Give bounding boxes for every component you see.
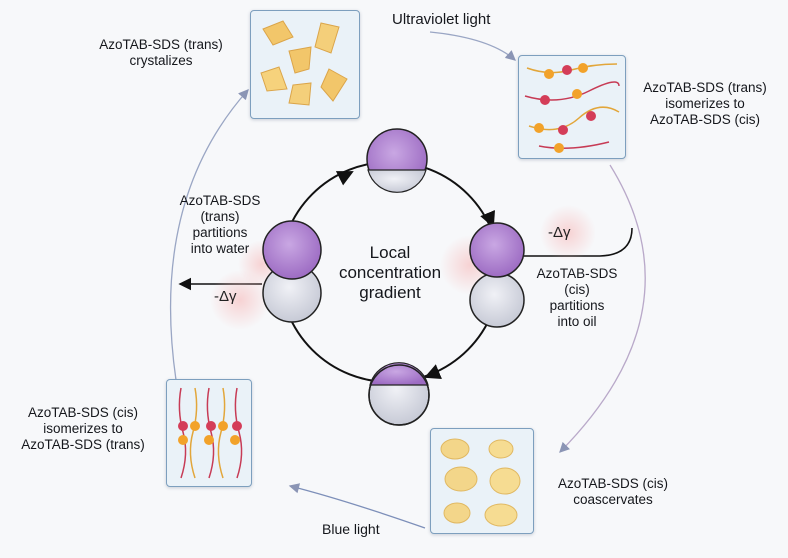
label-cis-coacervates: AzoTAB-SDS (cis) coascervates: [548, 476, 678, 508]
droplet-right: [469, 222, 525, 328]
droplet-left: [262, 220, 322, 323]
label-cis-partitions: AzoTAB-SDS (cis) partitions into oil: [522, 266, 632, 330]
label-blue-text: Blue light: [322, 521, 380, 537]
label-line: AzoTAB-SDS (cis): [649, 112, 760, 127]
label-line: (cis): [564, 282, 590, 297]
gamma-text: -Δγ: [214, 288, 237, 305]
label-ultraviolet: Ultraviolet light: [392, 12, 490, 28]
label-line: AzoTAB-SDS (trans): [99, 37, 223, 52]
molecule-chains-uv: [524, 63, 620, 153]
droplet-top: [366, 128, 428, 193]
arrow-isomerize-to-coacervate: [559, 164, 646, 453]
arrow-uv-to-isomerize: [429, 31, 516, 61]
label-line: isomerizes to: [665, 96, 745, 111]
label-line: AzoTAB-SDS: [179, 193, 261, 208]
label-gamma-right: -Δγ: [548, 224, 571, 241]
label-line: partitions: [192, 225, 248, 240]
label-line: partitions: [549, 298, 605, 313]
label-trans-isomerizes: AzoTAB-SDS (trans) isomerizes to AzoTAB-…: [630, 80, 780, 128]
molecule-chains-blue: [178, 387, 243, 479]
label-cis-isomerizes: AzoTAB-SDS (cis) isomerizes to AzoTAB-SD…: [8, 405, 158, 453]
glow-right-b: [540, 205, 596, 261]
label-trans-crystalizes: AzoTAB-SDS (trans) crystalizes: [88, 37, 234, 69]
label-line: AzoTAB-SDS: [536, 266, 618, 281]
arrow-cis-to-crystal: [169, 89, 249, 381]
inner-arrow-bottom: [424, 364, 442, 379]
label-line: isomerizes to: [43, 421, 123, 436]
label-line: into oil: [557, 314, 597, 329]
arrow-coacervate-to-blue: [288, 483, 426, 529]
label-line: concentration: [338, 263, 442, 282]
crystal-shapes: [260, 20, 348, 106]
label-blue-light: Blue light: [322, 521, 380, 537]
label-line: coascervates: [573, 492, 653, 507]
label-gamma-left: -Δγ: [214, 288, 237, 305]
inner-arrow-top: [335, 171, 354, 186]
label-center: Local concentration gradient: [330, 243, 450, 303]
label-line: AzoTAB-SDS (cis): [557, 476, 668, 491]
panel-isomerize-uv: [518, 55, 626, 159]
label-line: (trans): [200, 209, 240, 224]
label-line: AzoTAB-SDS (trans): [21, 437, 145, 452]
panel-coacervates: [430, 428, 534, 534]
label-line: gradient: [359, 283, 421, 302]
panel-isomerize-blue: [166, 379, 252, 487]
arrow-right-force: [506, 227, 633, 263]
label-trans-partitions: AzoTAB-SDS (trans) partitions into water: [172, 193, 268, 257]
gamma-text: -Δγ: [548, 224, 571, 241]
label-line: Local: [369, 243, 411, 262]
coacervate-blobs: [440, 438, 521, 527]
label-uv-text: Ultraviolet light: [392, 11, 491, 28]
panel-crystals: [250, 10, 360, 119]
droplet-bottom: [368, 362, 430, 426]
label-line: into water: [190, 241, 250, 256]
label-line: AzoTAB-SDS (cis): [27, 405, 138, 420]
label-line: AzoTAB-SDS (trans): [643, 80, 767, 95]
label-line: crystalizes: [129, 53, 193, 68]
